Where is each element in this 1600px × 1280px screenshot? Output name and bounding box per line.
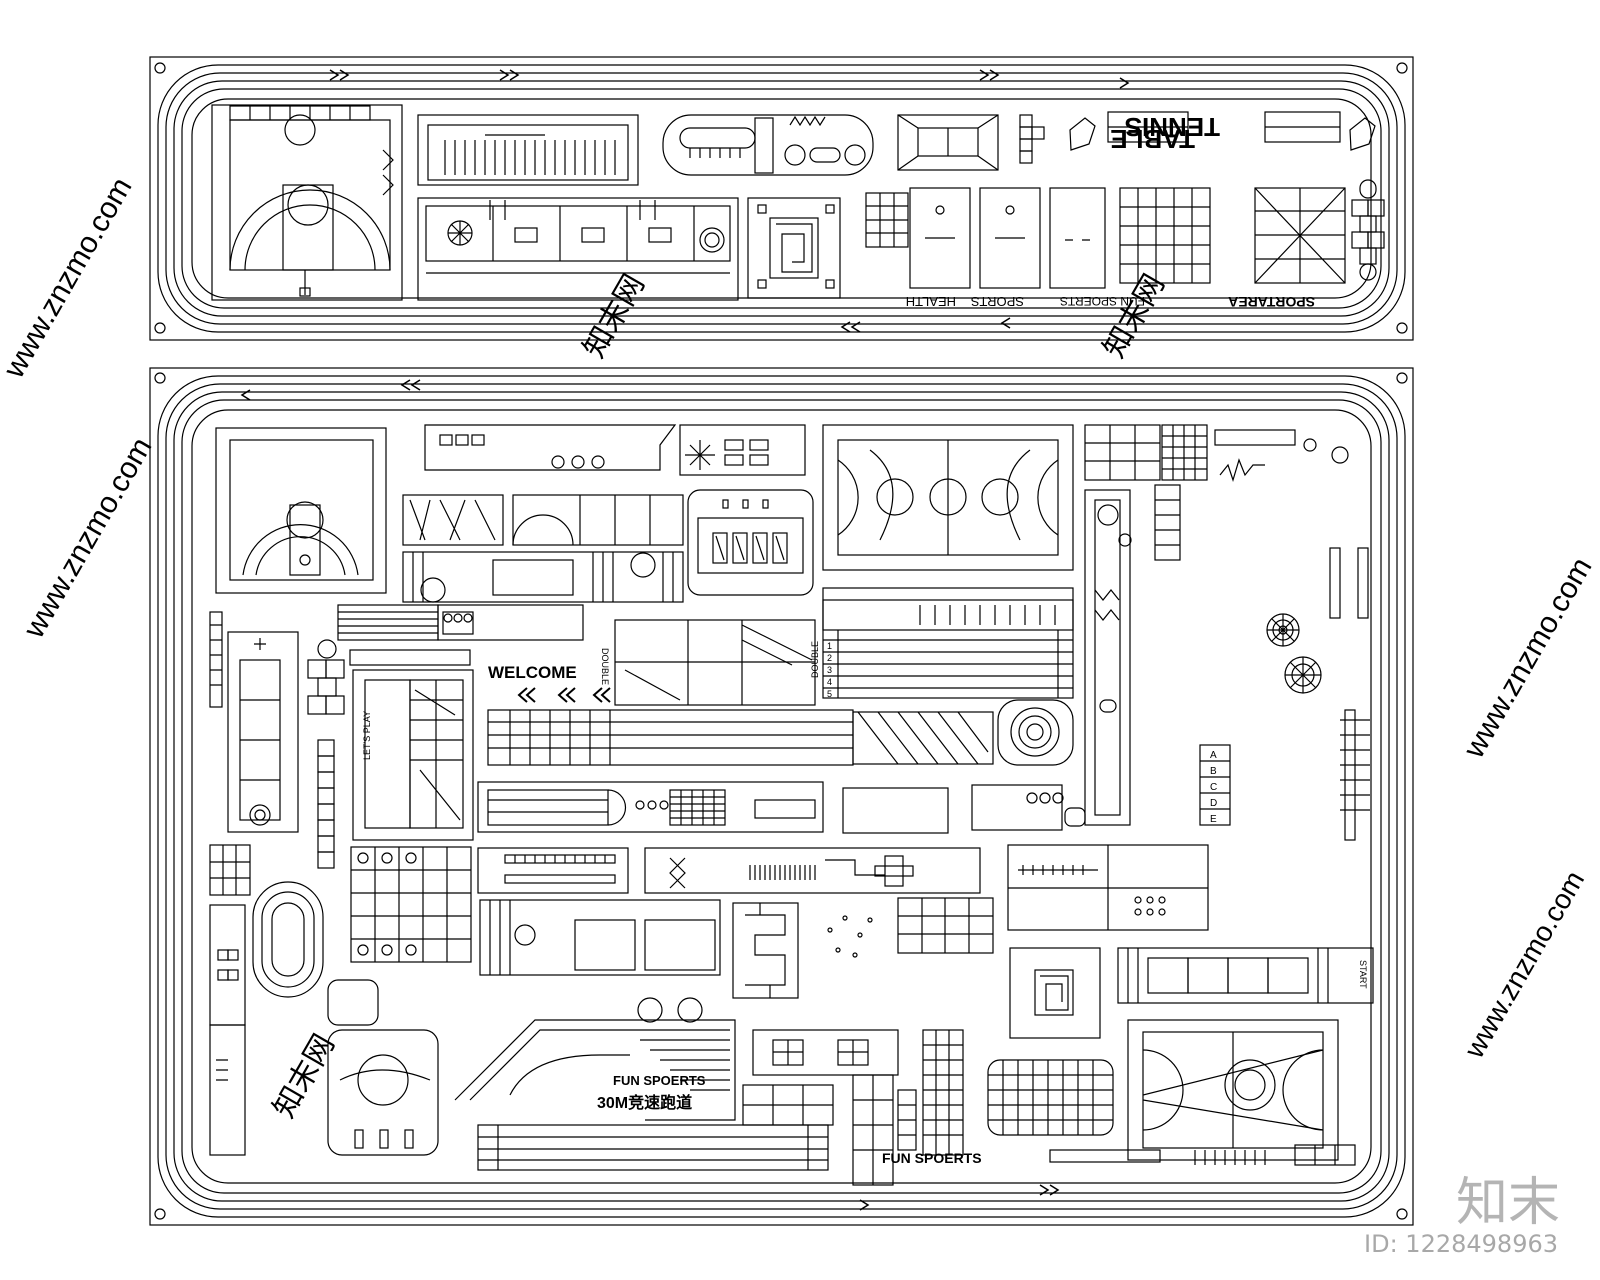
top-basketball-half-court [211,104,403,301]
bottom-right-bars [1329,547,1370,841]
bottom-round-maze [997,699,1074,766]
bottom-left-hopscotch [307,639,345,869]
letter-c: C [1210,782,1217,793]
bottom-icon-row [842,784,1086,834]
bottom-left-playset [227,631,299,833]
bottom-track-arrows [240,379,1060,1211]
top-small-grid [865,192,909,248]
top-sport-area-nets: SPORTAREA [1119,187,1346,310]
bottom-grid-blocks [1084,424,1349,482]
bottom-plan-boundary [149,367,1414,1226]
bottom-tiles-row [487,709,994,766]
bottom-board-game [1009,947,1101,1039]
bottom-left-grid-and-hop [209,844,251,1156]
bottom-spider-nets [1266,613,1322,694]
bottom-long-lane [477,1124,829,1171]
watermark-site-left-top: www.znzmo.com [0,172,139,384]
bottom-info-board [424,424,806,476]
bottom-bottom-bars [1049,1144,1356,1166]
bottom-plan: LET'S PLAY WELCOME DOUBLE DOUBLE 1 2 [149,367,1414,1226]
letter-b: B [1210,766,1217,777]
bottom-running-track [157,375,1406,1218]
bottom-sprint-track: FUN SPOERTS 30M竞速跑道 [454,997,736,1121]
bottom-basketball-half-court [215,427,387,594]
watermark-brand-bottom-left: 知末网 [267,1029,341,1123]
lane-1-label: 1 [827,641,832,651]
lane-2-label: 2 [827,653,832,663]
watermark-site-right-low: www.znzmo.com [1458,866,1590,1064]
bottom-small-grids [742,1029,1114,1186]
bottom-chess-board [350,846,472,963]
top-running-track [157,64,1406,333]
top-hopscotch-small [1019,114,1045,164]
top-fitness-stations: HEALTH SPORTS FUN SPOERTS [906,187,1145,309]
welcome-arrows [517,687,611,703]
top-tennis-sign: TABLE TENNIS [1069,111,1376,154]
bottom-pattern-blocks [402,494,684,603]
sportarea-label: SPORTAREA [1228,294,1315,310]
bottom-bench-row: START [1117,947,1374,1004]
id-watermark: ID: 1228498963 [1364,1230,1558,1258]
bottom-mini-oval-track [252,881,324,998]
lane-5-label: 5 [827,689,832,699]
bottom-mid-lane-block [477,781,824,833]
bottom-left-ladder [209,611,223,708]
tennis-label: TENNIS [1125,112,1220,142]
corner-logo-watermark: 知末 [1455,1173,1560,1233]
bottom-logo-card [327,979,439,1156]
bottom-lets-play-panel: LET'S PLAY [349,649,474,841]
fun-spoerts-label-top: FUN SPOERTS [1060,294,1145,308]
bottom-right-basketball-court [1127,1019,1339,1161]
bottom-letter-column: A B C D E [1154,484,1231,826]
top-maze-board [747,197,841,299]
fun-spoerts-track-label: FUN SPOERTS [613,1073,706,1088]
letter-e: E [1210,814,1217,825]
start-label: START [1358,960,1368,989]
top-corner-markers [154,62,1408,334]
bottom-full-basketball-court [822,424,1074,571]
lane-3-label: 3 [827,665,832,675]
sprint-30m-label: 30M竞速跑道 [597,1093,692,1112]
top-plan: TABLE TENNIS HEALTH SPORTS FUN SPOERTS S… [149,56,1414,341]
lane-4-label: 4 [827,677,832,687]
welcome-label: WELCOME [488,663,577,682]
top-bench-block [417,114,639,186]
table-label: TABLE [1110,124,1195,154]
bottom-numbered-lanes: 1 2 3 4 5 [822,587,1074,699]
top-table-tennis-pad [897,114,999,171]
bottom-taste-panel [479,899,721,976]
fun-spoerts-bottom-label: FUN SPOERTS [882,1150,982,1166]
double-label-right: DOUBLE [810,641,820,678]
watermark-site-left-mid: www.znzmo.com [17,432,159,644]
bottom-double-court: DOUBLE DOUBLE [600,619,820,706]
top-obstacle-course [662,114,874,176]
bottom-lane-bars [477,847,981,894]
sports-label: SPORTS [970,294,1024,309]
bottom-corner-markers [154,372,1408,1220]
bottom-windows-block [752,1029,899,1076]
lets-play-label: LET'S PLAY [362,711,372,760]
watermark-site-right-mid: www.znzmo.com [1457,552,1599,764]
letter-a: A [1210,750,1217,761]
double-label-left: DOUBLE [600,648,610,685]
top-plan-boundary [149,56,1414,341]
top-track-arrows [329,69,1130,333]
health-label: HEALTH [906,294,956,309]
bottom-fitness-grid [897,844,1209,954]
letter-d: D [1210,798,1217,809]
top-checker-strip [229,105,371,121]
bottom-tall-column [1084,489,1132,826]
top-hopscotch-right [1351,179,1385,281]
bottom-strength-board [687,489,814,596]
bottom-maze-panel [732,902,873,999]
top-equipment-row [417,197,739,301]
bottom-stripe-panel [337,604,584,641]
